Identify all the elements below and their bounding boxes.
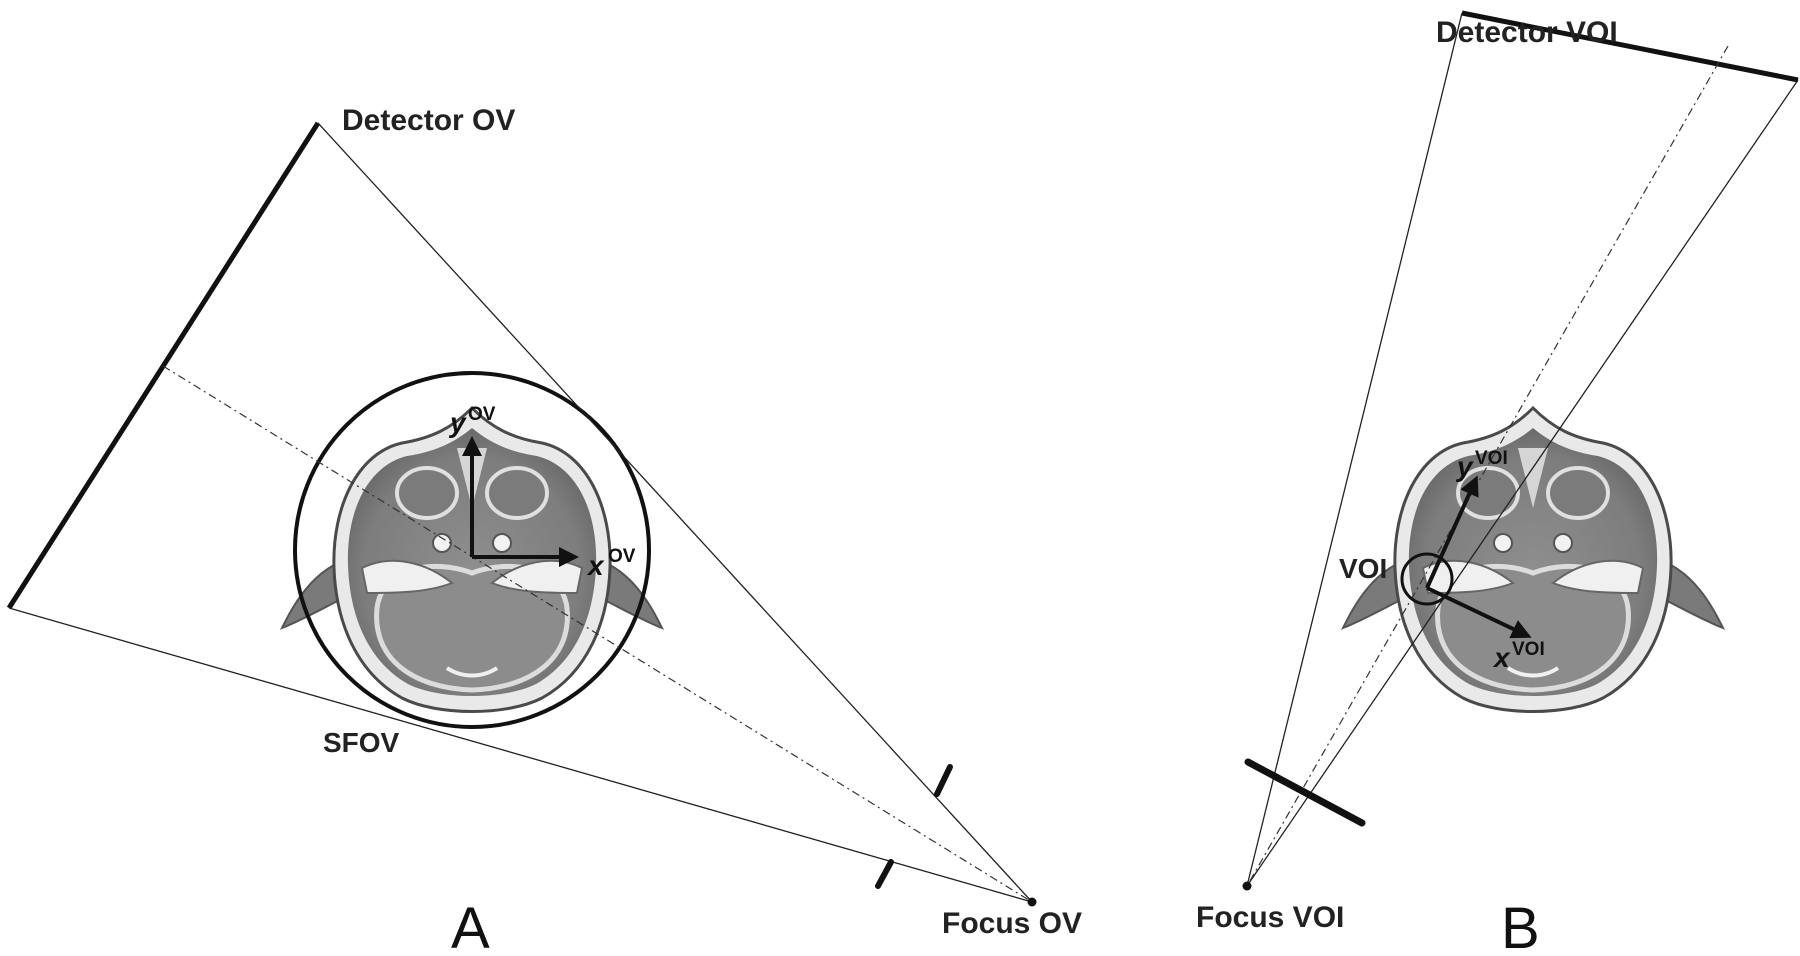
y-axis-voi-letter: y <box>1455 451 1474 482</box>
x-axis-ov-sup: OV <box>608 546 636 567</box>
voi-label: VOI <box>1339 553 1387 584</box>
detector-voi-label: Detector VOI <box>1436 16 1618 49</box>
central-ray-a <box>162 365 1033 903</box>
collimator-tick-upper-a <box>934 764 953 797</box>
x-axis-voi <box>1426 586 1532 639</box>
collimator-tick-lower-a <box>875 859 894 889</box>
fan-edge-lower-a <box>8 607 1033 903</box>
panel-a: x OV y OV Detector OV SFOV Focus OV A <box>6 104 1082 956</box>
y-axis-ov-letter: y <box>448 407 467 438</box>
voi-circle <box>1400 552 1454 606</box>
collimator-bar-b <box>1244 758 1366 827</box>
y-axis-voi <box>1425 475 1479 589</box>
panel-b: x VOI y VOI Detector VOI VOI Focus VOI B <box>1196 10 1799 956</box>
sfov-label: SFOV <box>323 727 400 758</box>
detector-ov-label: Detector OV <box>342 104 515 137</box>
focus-voi-label: Focus VOI <box>1196 901 1344 934</box>
skull-scan-b <box>1343 408 1723 712</box>
focus-ov-label: Focus OV <box>942 907 1082 940</box>
focus-point-voi <box>1242 881 1252 891</box>
y-axis-ov-sup: OV <box>468 404 496 425</box>
y-axis-voi-sup: VOI <box>1475 448 1508 469</box>
panel-letter-a: A <box>451 896 490 956</box>
focus-point-ov <box>1027 897 1037 907</box>
x-axis-voi-sup: VOI <box>1512 639 1545 660</box>
fan-edge-upper-a <box>317 122 1033 903</box>
fan-edge-right-b <box>1246 79 1799 887</box>
x-axis-ov-letter: x <box>586 550 605 581</box>
x-axis-voi-letter: x <box>1492 642 1511 673</box>
sfov-circle <box>293 371 651 729</box>
fan-edge-left-b <box>1246 12 1463 887</box>
panel-letter-b: B <box>1501 896 1540 956</box>
detector-ov-bar <box>6 121 321 610</box>
detector-voi-bar <box>1461 10 1799 83</box>
